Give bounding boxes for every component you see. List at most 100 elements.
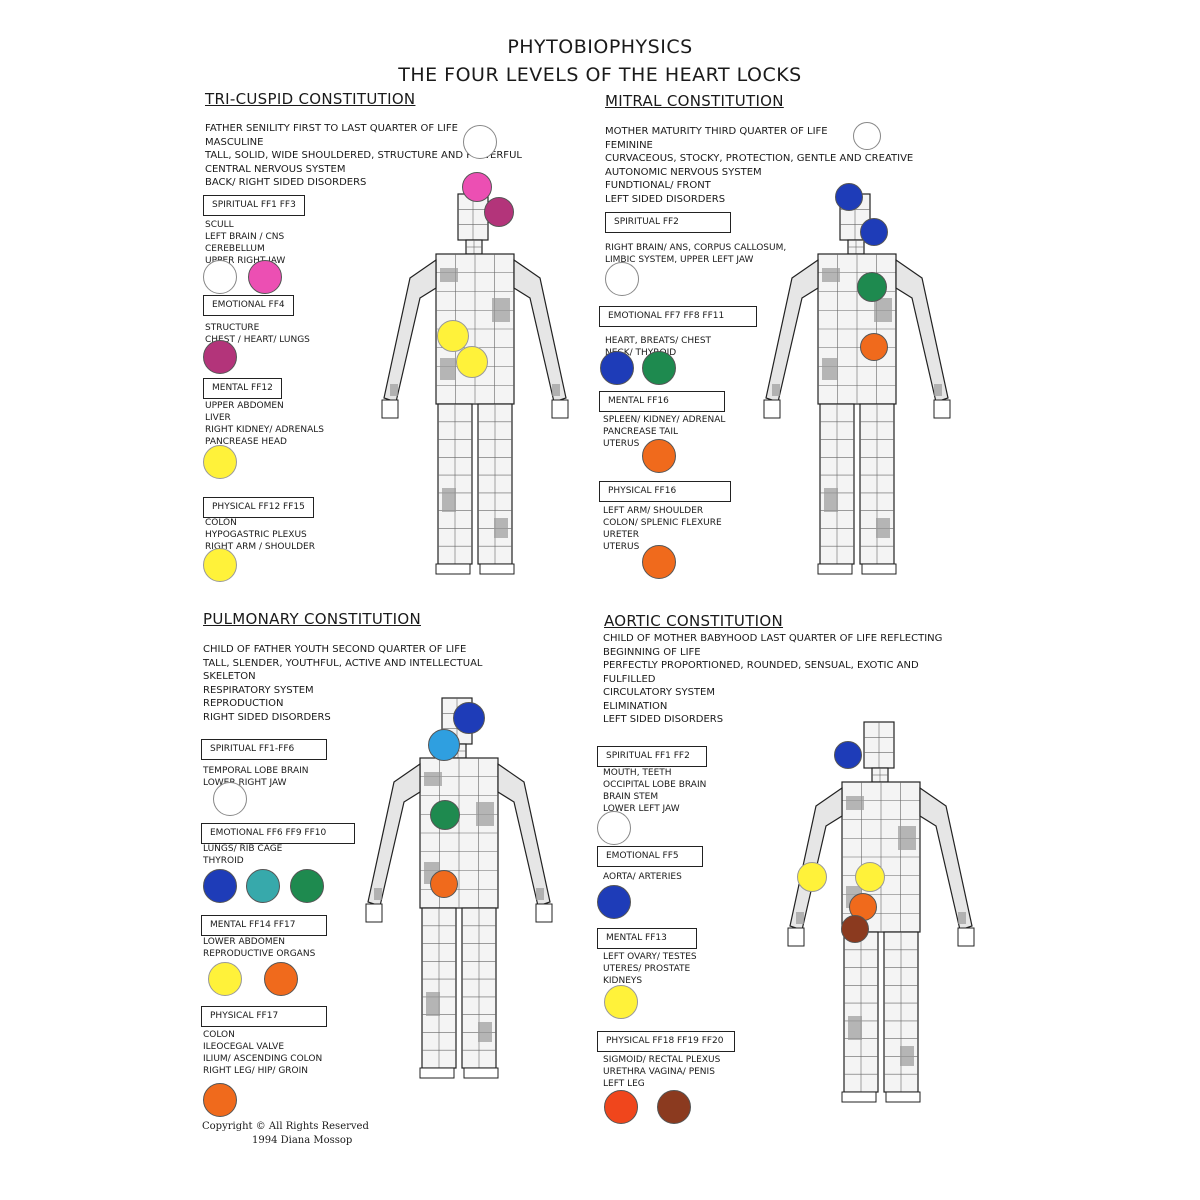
orange-color-dot[interactable] — [642, 545, 676, 579]
body-part-foot — [861, 563, 897, 575]
body-part-left-arm — [765, 258, 819, 403]
shaded-block — [390, 384, 398, 396]
yellow-color-dot[interactable] — [203, 445, 237, 479]
lightblue-color-dot[interactable] — [428, 729, 460, 761]
document-subtitle: THE FOUR LEVELS OF THE HEART LOCKS — [398, 64, 802, 86]
mitral-spiritual-label: SPIRITUAL FF2 — [605, 212, 731, 233]
yellow-color-dot[interactable] — [797, 862, 827, 892]
pulmonary-emotional-organs: LUNGS/ RIB CAGE THYROID — [203, 844, 283, 866]
white-color-dot[interactable] — [203, 260, 237, 294]
orange-color-dot[interactable] — [430, 870, 458, 898]
orange-color-dot[interactable] — [264, 962, 298, 996]
body-part-hand — [365, 903, 383, 923]
shaded-block — [848, 1016, 862, 1040]
orange-color-dot[interactable] — [642, 439, 676, 473]
yellow-color-dot[interactable] — [203, 548, 237, 582]
brown-color-dot[interactable] — [657, 1090, 691, 1124]
plum-color-dot[interactable] — [484, 197, 514, 227]
shaded-block — [536, 888, 544, 900]
green-color-dot[interactable] — [642, 351, 676, 385]
shaded-block — [442, 488, 456, 512]
body-part-right-arm — [513, 258, 567, 403]
white-color-dot[interactable] — [597, 811, 631, 845]
green-color-dot[interactable] — [430, 800, 460, 830]
aortic-mental-organs: LEFT OVARY/ TESTES UTERES/ PROSTATE KIDN… — [603, 952, 697, 986]
orange-color-dot[interactable] — [203, 1083, 237, 1117]
mitral-mental-label: MENTAL FF16 — [599, 391, 725, 412]
tricuspid-physical-organs: COLON HYPOGASTRIC PLEXUS RIGHT ARM / SHO… — [205, 518, 315, 552]
desc-line: MASCULINE — [205, 136, 264, 148]
blue-color-dot[interactable] — [203, 869, 237, 903]
magenta-color-dot[interactable] — [462, 172, 492, 202]
tricuspid-body-figure — [370, 188, 580, 588]
aortic-mental-label: MENTAL FF13 — [597, 928, 697, 949]
aortic-emotional-organs: AORTA/ ARTERIES — [603, 872, 682, 882]
shaded-block — [900, 1046, 914, 1066]
pulmonary-mental-organs: LOWER ABDOMEN REPRODUCTIVE ORGANS — [203, 937, 316, 959]
blue-color-dot[interactable] — [600, 351, 634, 385]
shaded-block — [552, 384, 560, 396]
body-part-foot — [479, 563, 515, 575]
shaded-block — [424, 772, 442, 786]
pulmonary-description: CHILD OF FATHER YOUTH SECOND QUARTER OF … — [203, 644, 483, 723]
body-part-left-leg — [437, 403, 473, 565]
green-color-dot[interactable] — [290, 869, 324, 903]
magenta-color-dot[interactable] — [248, 260, 282, 294]
aortic-body-figure — [776, 716, 986, 1116]
yellow-color-dot[interactable] — [855, 862, 885, 892]
body-part-right-arm — [895, 258, 949, 403]
green-color-dot[interactable] — [857, 272, 887, 302]
body-part-left-arm — [383, 258, 437, 403]
orange-color-dot[interactable] — [860, 333, 888, 361]
body-part-hand — [763, 399, 781, 419]
body-part-right-leg — [883, 931, 919, 1093]
blue-color-dot[interactable] — [860, 218, 888, 246]
shaded-block — [440, 358, 456, 380]
shaded-block — [822, 358, 838, 380]
brown-color-dot[interactable] — [841, 915, 869, 943]
blue-color-dot[interactable] — [453, 702, 485, 734]
white-color-dot[interactable] — [213, 782, 247, 816]
blue-color-dot[interactable] — [835, 183, 863, 211]
body-part-head — [863, 721, 895, 769]
body-part-hand — [381, 399, 399, 419]
desc-line: CENTRAL NERVOUS SYSTEM — [205, 163, 346, 175]
blue-color-dot[interactable] — [834, 741, 862, 769]
pulmonary-spiritual-organs: TEMPORAL LOBE BRAIN LOWER RIGHT JAW — [203, 766, 309, 788]
body-outline-svg — [365, 697, 553, 1079]
white-color-dot[interactable] — [853, 122, 881, 150]
aortic-emotional-label: EMOTIONAL FF5 — [597, 846, 703, 867]
yellow-color-dot[interactable] — [456, 346, 488, 378]
pulmonary-physical-label: PHYSICAL FF17 — [201, 1006, 327, 1027]
body-part-left-leg — [843, 931, 879, 1093]
body-part-neck — [847, 239, 865, 255]
pulmonary-body-figure — [354, 692, 564, 1092]
red-color-dot[interactable] — [604, 1090, 638, 1124]
orange-color-dot[interactable] — [849, 893, 877, 921]
shaded-block — [796, 912, 804, 924]
aortic-spiritual-organs: MOUTH, TEETH OCCIPITAL LOBE BRAIN BRAIN … — [603, 768, 707, 814]
mitral-spiritual-organs: RIGHT BRAIN/ ANS, CORPUS CALLOSUM, LIMBI… — [605, 243, 787, 265]
white-color-dot[interactable] — [605, 262, 639, 296]
aortic-title: AORTIC CONSTITUTION — [604, 612, 784, 630]
shaded-block — [426, 992, 440, 1016]
yellow-color-dot[interactable] — [437, 320, 469, 352]
mitral-body-figure — [752, 188, 962, 588]
shaded-block — [440, 268, 458, 282]
white-color-dot[interactable] — [463, 125, 497, 159]
shaded-block — [898, 826, 916, 850]
aortic-description: CHILD OF MOTHER BABYHOOD LAST QUARTER OF… — [603, 633, 943, 725]
plum-color-dot[interactable] — [203, 340, 237, 374]
shaded-block — [876, 518, 890, 538]
shaded-block — [492, 298, 510, 322]
teal-color-dot[interactable] — [246, 869, 280, 903]
pulmonary-title: PULMONARY CONSTITUTION — [203, 610, 421, 628]
body-part-left-leg — [819, 403, 855, 565]
yellow-color-dot[interactable] — [604, 985, 638, 1019]
yellow-color-dot[interactable] — [208, 962, 242, 996]
aortic-physical-label: PHYSICAL FF18 FF19 FF20 — [597, 1031, 735, 1052]
body-outline-svg — [763, 193, 951, 575]
body-part-hand — [551, 399, 569, 419]
tricuspid-title: TRI-CUSPID CONSTITUTION — [205, 90, 416, 108]
blue-color-dot[interactable] — [597, 885, 631, 919]
